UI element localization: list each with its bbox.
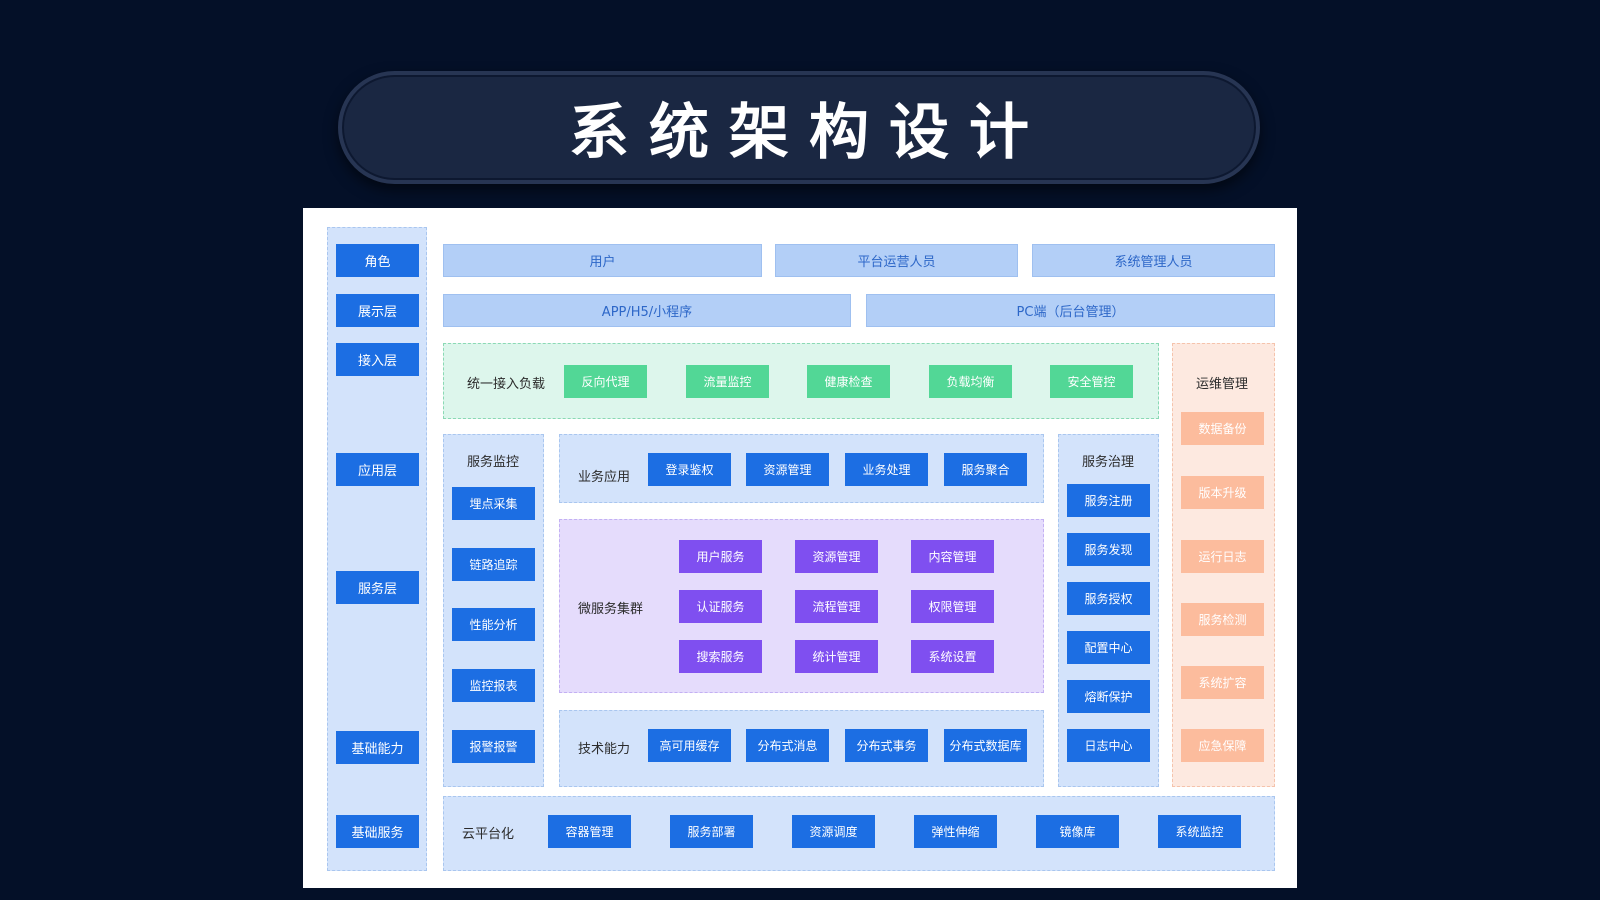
ops-item-4: 系统扩容 bbox=[1181, 666, 1264, 699]
layer-role: 角色 bbox=[336, 244, 419, 277]
cloud-item-4: 镜像库 bbox=[1036, 815, 1119, 848]
governance-item-3: 配置中心 bbox=[1067, 631, 1150, 664]
ops-item-2: 运行日志 bbox=[1181, 540, 1264, 573]
tech-title: 技术能力 bbox=[578, 742, 631, 757]
governance-item-2: 服务授权 bbox=[1067, 582, 1150, 615]
business-item-0: 登录鉴权 bbox=[648, 453, 731, 486]
role-operator: 平台运营人员 bbox=[775, 244, 1018, 277]
cloud-item-0: 容器管理 bbox=[548, 815, 631, 848]
title-banner: 系统架构设计 bbox=[338, 71, 1260, 184]
architecture-diagram: 角色 展示层 接入层 应用层 服务层 基础能力 基础服务 用户 平台运营人员 系… bbox=[303, 208, 1297, 888]
governance-title: 服务治理 bbox=[1082, 455, 1135, 470]
microservice-item-7: 统计管理 bbox=[795, 640, 878, 673]
monitor-item-0: 埋点采集 bbox=[452, 487, 535, 520]
layer-access: 接入层 bbox=[336, 343, 419, 376]
access-zone bbox=[443, 343, 1159, 419]
tech-item-0: 高可用缓存 bbox=[648, 729, 731, 762]
access-item-0: 反向代理 bbox=[564, 365, 647, 398]
layer-service: 服务层 bbox=[336, 571, 419, 604]
cloud-item-1: 服务部署 bbox=[670, 815, 753, 848]
microservice-title: 微服务集群 bbox=[578, 602, 644, 617]
monitor-title: 服务监控 bbox=[467, 455, 520, 470]
display-pc: PC端（后台管理） bbox=[866, 294, 1275, 327]
tech-item-1: 分布式消息 bbox=[746, 729, 829, 762]
display-mobile: APP/H5/小程序 bbox=[443, 294, 851, 327]
cloud-item-3: 弹性伸缩 bbox=[914, 815, 997, 848]
access-title: 统一接入负载 bbox=[467, 377, 546, 392]
monitor-item-3: 监控报表 bbox=[452, 669, 535, 702]
monitor-item-2: 性能分析 bbox=[452, 608, 535, 641]
business-item-2: 业务处理 bbox=[845, 453, 928, 486]
layer-capability: 基础能力 bbox=[336, 731, 419, 764]
cloud-item-2: 资源调度 bbox=[792, 815, 875, 848]
cloud-title: 云平台化 bbox=[462, 827, 515, 842]
ops-item-1: 版本升级 bbox=[1181, 476, 1264, 509]
governance-item-1: 服务发现 bbox=[1067, 533, 1150, 566]
business-item-1: 资源管理 bbox=[746, 453, 829, 486]
business-title: 业务应用 bbox=[578, 470, 631, 485]
access-item-2: 健康检查 bbox=[807, 365, 890, 398]
page-title: 系统架构设计 bbox=[569, 98, 1049, 168]
microservice-item-3: 认证服务 bbox=[679, 590, 762, 623]
microservice-item-4: 流程管理 bbox=[795, 590, 878, 623]
microservice-item-2: 内容管理 bbox=[911, 540, 994, 573]
monitor-item-1: 链路追踪 bbox=[452, 548, 535, 581]
ops-item-5: 应急保障 bbox=[1181, 729, 1264, 762]
governance-item-5: 日志中心 bbox=[1067, 729, 1150, 762]
layer-display: 展示层 bbox=[336, 294, 419, 327]
microservice-item-6: 搜索服务 bbox=[679, 640, 762, 673]
cloud-item-5: 系统监控 bbox=[1158, 815, 1241, 848]
tech-item-2: 分布式事务 bbox=[845, 729, 928, 762]
ops-item-0: 数据备份 bbox=[1181, 412, 1264, 445]
tech-item-3: 分布式数据库 bbox=[944, 729, 1027, 762]
governance-item-4: 熔断保护 bbox=[1067, 680, 1150, 713]
access-item-3: 负载均衡 bbox=[929, 365, 1012, 398]
access-item-1: 流量监控 bbox=[686, 365, 769, 398]
governance-item-0: 服务注册 bbox=[1067, 484, 1150, 517]
microservice-item-0: 用户服务 bbox=[679, 540, 762, 573]
microservice-item-8: 系统设置 bbox=[911, 640, 994, 673]
monitor-item-4: 报警报警 bbox=[452, 730, 535, 763]
layer-application: 应用层 bbox=[336, 453, 419, 486]
layer-infrastructure: 基础服务 bbox=[336, 815, 419, 848]
access-item-4: 安全管控 bbox=[1050, 365, 1133, 398]
business-item-3: 服务聚合 bbox=[944, 453, 1027, 486]
microservice-item-1: 资源管理 bbox=[795, 540, 878, 573]
microservice-item-5: 权限管理 bbox=[911, 590, 994, 623]
role-user: 用户 bbox=[443, 244, 762, 277]
ops-title: 运维管理 bbox=[1196, 377, 1249, 392]
ops-item-3: 服务检测 bbox=[1181, 603, 1264, 636]
role-admin: 系统管理人员 bbox=[1032, 244, 1275, 277]
